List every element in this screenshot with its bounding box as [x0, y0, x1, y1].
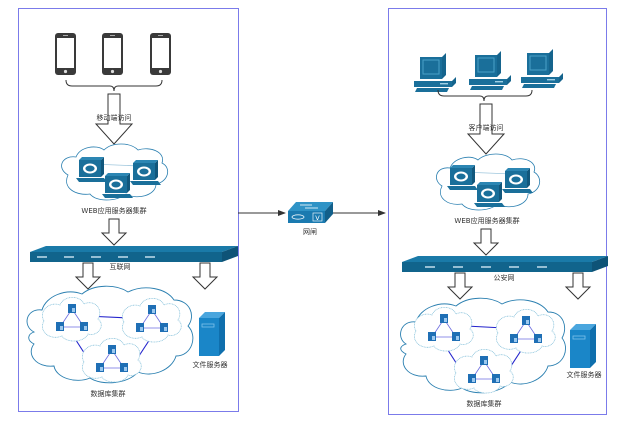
down-arrow [473, 228, 499, 256]
internet-switch-bar [30, 246, 238, 262]
svg-text:V: V [315, 214, 320, 222]
internet-label: 互联网 [110, 262, 131, 271]
mobile-access-label: 移动端访问 [97, 113, 132, 122]
mobile-clients [55, 33, 171, 75]
web-cluster-label: WEB应用服务器集群 [81, 206, 146, 215]
client-group-brace [65, 79, 163, 92]
web-cluster-label: WEB应用服务器集群 [454, 216, 519, 225]
database-cluster-cloud [26, 285, 194, 384]
right-panel-border [388, 8, 607, 415]
client-group-brace [437, 89, 533, 102]
gateway-device-icon: V [288, 202, 333, 223]
down-arrow [101, 218, 127, 246]
client-access-label: 客户端访问 [469, 123, 504, 132]
web-cluster-cloud [436, 153, 541, 211]
web-server-icon [76, 157, 107, 182]
file-server-icon [569, 323, 597, 369]
desktop-pc-icon [468, 50, 512, 91]
mobile-phone-icon [102, 33, 123, 75]
file-server-icon [198, 311, 226, 357]
gateway-label: 网闸 [303, 228, 317, 236]
mobile-phone-icon [55, 33, 76, 75]
down-arrow [447, 272, 473, 300]
police-network-switch-bar [402, 256, 608, 272]
web-server-icon [447, 165, 478, 190]
file-server-label: 文件服务器 [567, 370, 602, 379]
left-panel-border [18, 8, 239, 412]
web-server-icon [502, 168, 533, 193]
database-cluster-cloud [400, 297, 566, 393]
web-server-icon [474, 182, 505, 207]
desktop-pc-icon [520, 48, 564, 89]
web-server-icon [130, 160, 161, 185]
down-arrow [192, 262, 218, 290]
gateway: V 网闸 [238, 202, 386, 236]
web-server-icon [102, 173, 133, 198]
web-cluster-cloud [61, 143, 169, 201]
left-panel: 移动端访问 WEB应用服务器集群 互联网 [18, 8, 239, 412]
right-panel: 客户端访问 WEB应用服务器集群 公安网 [388, 8, 608, 415]
desktop-clients [413, 48, 564, 93]
file-server-label: 文件服务器 [193, 360, 228, 369]
police-network-label: 公安网 [494, 273, 515, 282]
mobile-phone-icon [150, 33, 171, 75]
db-cluster-label: 数据库集群 [91, 389, 126, 398]
down-arrow [75, 262, 101, 290]
down-arrow [565, 272, 591, 300]
db-cluster-label: 数据库集群 [467, 399, 502, 408]
desktop-pc-icon [413, 52, 457, 93]
